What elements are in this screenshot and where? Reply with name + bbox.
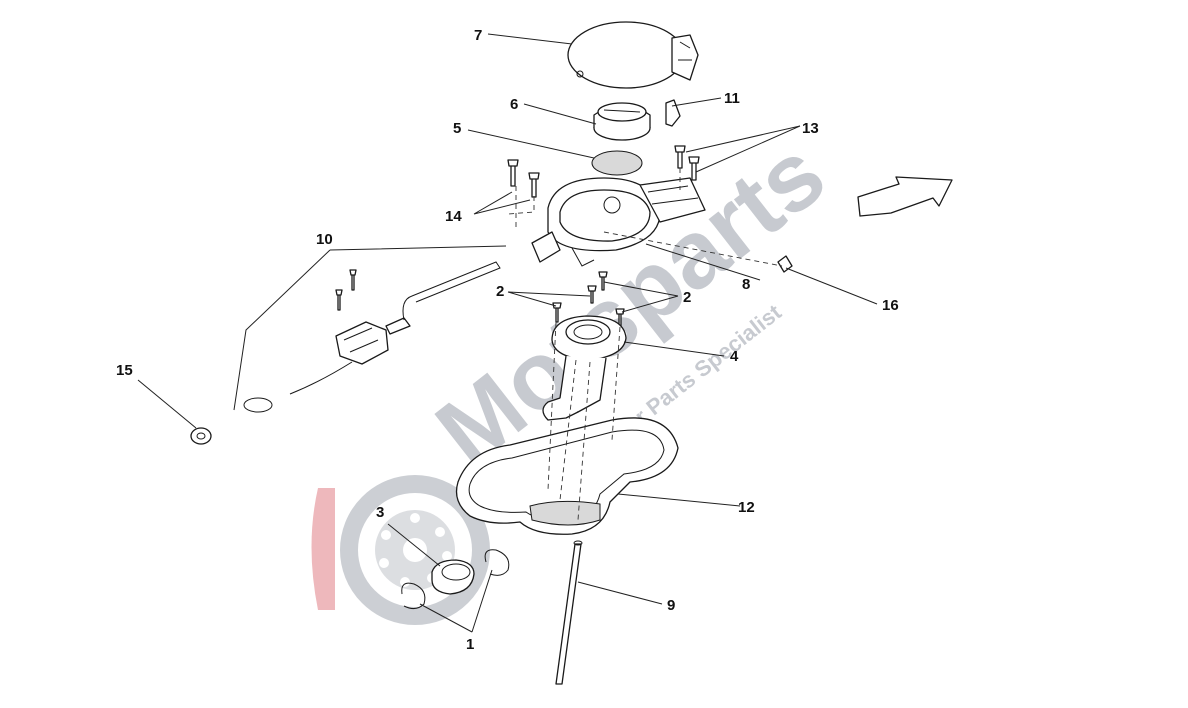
callout-8: 8 (742, 276, 750, 293)
part-7-fuel-door (567, 21, 699, 89)
callout-12: 12 (738, 499, 755, 516)
part-5-seal (591, 150, 643, 176)
callout-numbers: 7 6 5 11 13 14 10 8 16 2 2 4 15 12 3 1 9 (116, 27, 899, 653)
part-13-screws (674, 145, 700, 181)
callout-7: 7 (474, 27, 482, 44)
part-6-fuel-cap (593, 102, 651, 141)
part-15-grommet (190, 427, 212, 445)
callout-6: 6 (510, 96, 518, 113)
direction-arrow (857, 176, 953, 217)
part-1-hose-clamps (401, 549, 510, 610)
part-10-release-actuator (243, 261, 501, 413)
leader-lines (137, 33, 878, 633)
callout-15: 15 (116, 362, 133, 379)
callout-4: 4 (730, 348, 739, 365)
callout-9: 9 (667, 597, 675, 614)
callout-10: 10 (316, 231, 333, 248)
callout-1: 1 (466, 636, 474, 653)
part-14-screws (507, 159, 540, 198)
callout-13: 13 (802, 120, 819, 137)
callout-16: 16 (882, 297, 899, 314)
part-16-clip (777, 255, 793, 273)
callout-5: 5 (453, 120, 461, 137)
callout-11: 11 (724, 90, 740, 107)
callout-3: 3 (376, 504, 384, 521)
part-8-fuel-door-housing (531, 177, 706, 267)
callout-2-right: 2 (683, 289, 691, 306)
assembly-dashed-lines (507, 168, 783, 521)
callout-2-left: 2 (496, 283, 504, 300)
part-9-rod (555, 540, 583, 685)
part-11-clip (665, 99, 681, 127)
part-3-sleeve (431, 559, 475, 595)
part-12-tank-tray (455, 417, 679, 535)
watermark-logo-disc (311, 475, 490, 625)
callout-14: 14 (445, 208, 462, 225)
